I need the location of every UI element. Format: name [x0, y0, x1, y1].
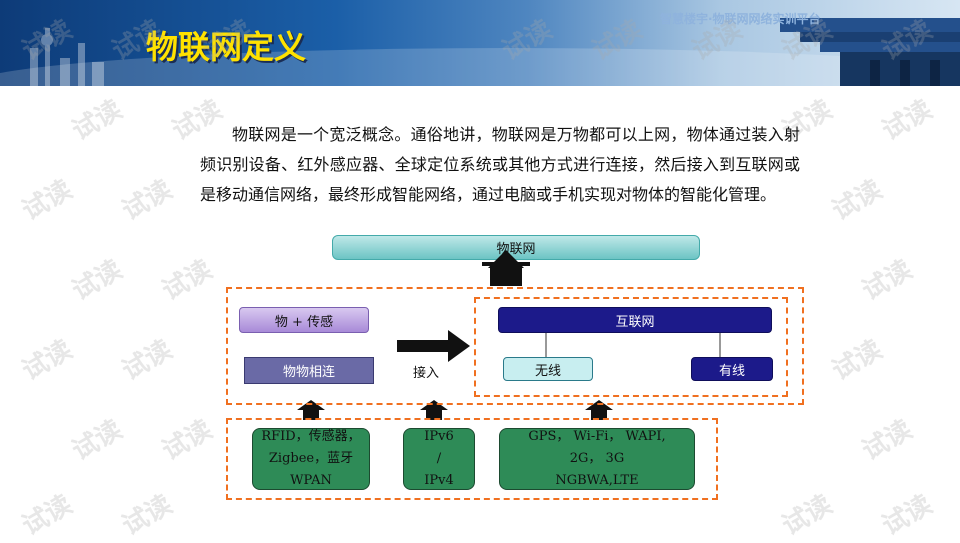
page-title: 物联网定义	[146, 28, 307, 66]
skyline-decoration	[30, 28, 104, 86]
iot-top-box: 物联网	[332, 235, 700, 260]
tech-line: GPS， Wi-Fi， WAPI,	[528, 429, 666, 444]
tech-line: 2G， 3G	[569, 451, 625, 466]
access-label: 接入	[413, 366, 440, 381]
access-layer-frame	[226, 287, 804, 405]
header-banner: 智慧楼宇·物联网网络实训平台 物联网定义	[0, 0, 960, 86]
brand-text: 智慧楼宇·物联网网络实训平台	[660, 12, 821, 26]
tech-line: IPv4	[424, 473, 454, 488]
up-arrow-icon	[420, 400, 448, 420]
tech-line: /	[436, 451, 442, 466]
wireless-box: 无线	[503, 357, 593, 381]
tech-line: NGBWA,LTE	[555, 473, 639, 488]
internet-frame	[474, 297, 788, 397]
tech-line: Zigbee，蓝牙	[268, 451, 354, 466]
tech-line: IPv6	[424, 429, 454, 444]
technology-frame	[226, 418, 718, 500]
things-connected-box: 物物相连	[244, 357, 374, 384]
wired-box: 有线	[691, 357, 773, 381]
right-arrow-icon	[397, 330, 470, 362]
up-arrow-icon	[297, 400, 325, 420]
building-decoration	[780, 18, 960, 86]
up-arrow-icon	[488, 250, 524, 268]
tech-line: WPAN	[290, 473, 332, 488]
definition-paragraph: 物联网是一个宽泛概念。通俗地讲，物联网是万物都可以上网，物体通过装入射频识别设备…	[200, 125, 800, 204]
up-arrow-icon	[585, 400, 613, 420]
tech-line: RFID，传感器，	[261, 429, 361, 444]
things-sensing-box: 物 + 传感	[239, 307, 369, 333]
ip-tech-box: IPv6 / IPv4	[403, 428, 475, 490]
local-tech-box: RFID，传感器， Zigbee，蓝牙 WPAN	[252, 428, 370, 490]
internet-box: 互联网	[498, 307, 772, 333]
wireless-tech-box: GPS， Wi-Fi， WAPI, 2G， 3G NGBWA,LTE	[499, 428, 695, 490]
